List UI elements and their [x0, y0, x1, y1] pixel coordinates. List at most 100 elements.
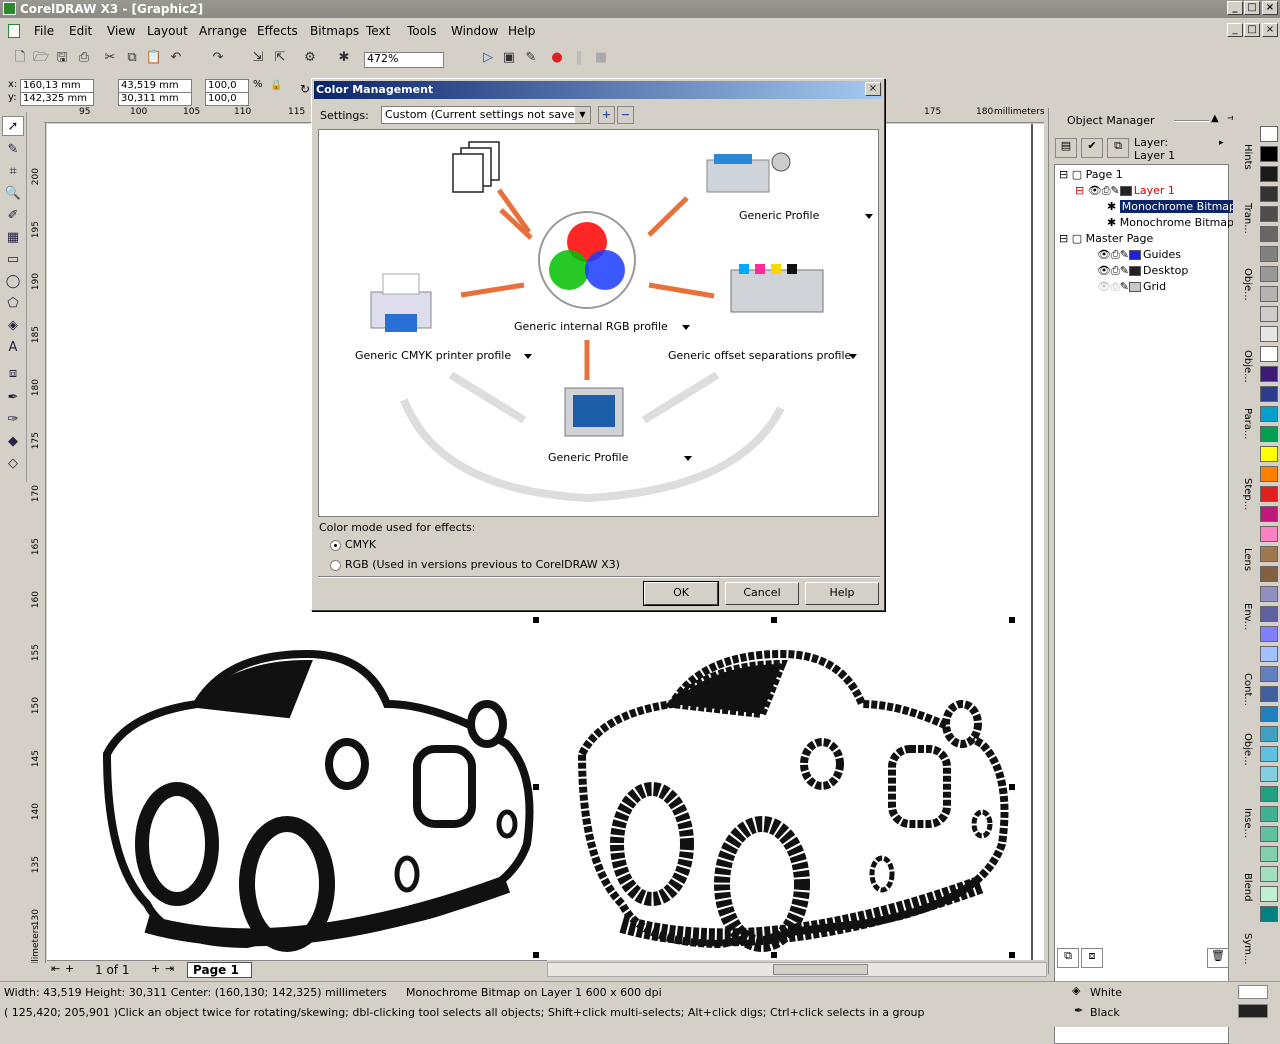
pencil-icon[interactable]: ✎	[1119, 248, 1129, 261]
tree-node-grid[interactable]: 👁⎙✎Grid	[1097, 279, 1166, 295]
menu-text[interactable]: Text	[366, 24, 391, 38]
palette-swatch[interactable]	[1260, 586, 1278, 602]
palette-swatch[interactable]	[1260, 526, 1278, 542]
tab-contour[interactable]: Cont...	[1242, 673, 1253, 706]
palette-swatch[interactable]	[1260, 566, 1278, 582]
remove-preset-icon[interactable]: −	[617, 106, 634, 124]
import-icon[interactable]: ⇲	[252, 50, 264, 65]
settings-dropdown[interactable]: Custom (Current settings not saved) ▼	[381, 106, 591, 124]
printer-icon[interactable]: ⎙	[1110, 248, 1120, 261]
record-icon[interactable]: ●	[551, 50, 563, 65]
layer-manager-view-icon[interactable]: ⧉	[1107, 138, 1129, 158]
polygon-tool-icon[interactable]: ⬠	[7, 296, 19, 311]
tab-blend[interactable]: Blend	[1242, 873, 1253, 902]
width-field[interactable]: 43,519 mm	[118, 79, 192, 93]
zoom-tool-icon[interactable]: 🔍	[4, 186, 22, 201]
tab-step-repeat[interactable]: Step...	[1242, 478, 1253, 511]
image-icon[interactable]: ▣	[502, 50, 516, 65]
horizontal-scrollbar[interactable]	[547, 962, 1047, 977]
doc-close-button[interactable]: ×	[1262, 23, 1278, 37]
doc-restore-button[interactable]: □	[1244, 23, 1260, 37]
y-position-field[interactable]: 142,325 mm	[20, 92, 94, 106]
menu-arrange[interactable]: Arrange	[199, 24, 247, 38]
palette-swatch[interactable]	[1260, 906, 1278, 922]
dropdown-arrow-icon[interactable]	[524, 354, 532, 359]
outline-tool-icon[interactable]: ✑	[7, 412, 19, 427]
dialog-close-button[interactable]: ×	[865, 82, 881, 96]
palette-swatch[interactable]	[1260, 446, 1278, 462]
scroll-thumb[interactable]	[773, 964, 868, 975]
menu-view[interactable]: View	[107, 24, 136, 38]
dropdown-arrow-icon[interactable]	[684, 456, 692, 461]
new-master-layer-icon[interactable]: ⧈	[1081, 948, 1103, 968]
palette-swatch[interactable]	[1260, 246, 1278, 262]
palette-swatch[interactable]	[1260, 426, 1278, 442]
eye-icon[interactable]: 👁	[1097, 264, 1111, 277]
eyedropper-icon[interactable]: ✒	[7, 390, 19, 405]
docker-menu-icon[interactable]: ⇥	[1227, 113, 1236, 124]
scale-y-field[interactable]: 100,0	[205, 92, 249, 106]
fill-tool-icon[interactable]: ◆	[8, 434, 18, 449]
freehand-tool-icon[interactable]: ✐	[7, 208, 19, 223]
doc-minimize-button[interactable]: _	[1227, 23, 1243, 37]
docker-collapse-icon[interactable]: ▲	[1211, 113, 1219, 124]
smart-fill-icon[interactable]: ▦	[6, 230, 20, 245]
zoom-level-field[interactable]: 472%	[364, 52, 444, 68]
print-icon[interactable]: ⎙	[78, 50, 90, 65]
undo-icon[interactable]: ↶	[170, 50, 182, 65]
palette-swatch[interactable]	[1260, 626, 1278, 642]
outline-swatch[interactable]	[1238, 1004, 1268, 1018]
minimize-button[interactable]: _	[1227, 1, 1243, 15]
cut-icon[interactable]: ✂	[104, 50, 116, 65]
tab-hints[interactable]: Hints	[1242, 144, 1253, 170]
pick-tool-icon[interactable]: ➚	[2, 116, 24, 136]
palette-swatch[interactable]	[1260, 306, 1278, 322]
tree-node-desktop[interactable]: 👁⎙✎Desktop	[1097, 263, 1188, 279]
dropdown-arrow-icon[interactable]	[849, 354, 857, 359]
palette-swatch[interactable]	[1260, 286, 1278, 302]
new-icon[interactable]: 🗋	[14, 50, 26, 65]
tree-node-bitmap2[interactable]: ✱ Monochrome Bitmap	[1107, 215, 1234, 231]
eye-icon[interactable]: 👁	[1097, 280, 1111, 293]
tab-envelope[interactable]: Env...	[1242, 603, 1253, 631]
ellipse-tool-icon[interactable]: ◯	[5, 274, 21, 289]
cancel-button[interactable]: Cancel	[725, 582, 799, 605]
layer-flyout-icon[interactable]: ▸	[1219, 138, 1224, 148]
palette-swatch[interactable]	[1260, 646, 1278, 662]
palette-swatch[interactable]	[1260, 746, 1278, 762]
ok-button[interactable]: OK	[643, 581, 719, 606]
menu-layout[interactable]: Layout	[147, 24, 188, 38]
palette-swatch[interactable]	[1260, 206, 1278, 222]
tab-transform[interactable]: Tran...	[1242, 203, 1253, 234]
tree-node-layer1[interactable]: ⊟ 👁⎙✎Layer 1	[1075, 184, 1175, 197]
save-icon[interactable]: 🖫	[56, 50, 68, 65]
palette-swatch[interactable]	[1260, 686, 1278, 702]
lock-ratio-icon[interactable]: 🔒	[270, 80, 283, 91]
pencil-icon[interactable]: ✎	[1119, 264, 1129, 277]
export-icon[interactable]: ⇱	[274, 50, 286, 65]
palette-swatch[interactable]	[1260, 266, 1278, 282]
delete-icon[interactable]: 🗑	[1207, 948, 1229, 968]
menu-bitmaps[interactable]: Bitmaps	[310, 24, 360, 38]
paste-icon[interactable]: 📋	[145, 50, 163, 65]
basic-shapes-icon[interactable]: ◈	[8, 318, 18, 333]
menu-help[interactable]: Help	[508, 24, 536, 38]
copy-icon[interactable]: ⧉	[127, 50, 137, 65]
scale-x-field[interactable]: 100,0	[205, 79, 249, 93]
pencil-icon[interactable]: ✎	[1119, 280, 1129, 293]
printer-icon[interactable]: ⎙	[1101, 184, 1111, 197]
show-properties-icon[interactable]: ▤	[1055, 138, 1077, 158]
eye-icon[interactable]: 👁	[1087, 184, 1102, 197]
palette-swatch[interactable]	[1260, 666, 1278, 682]
text-tool-icon[interactable]: A	[8, 340, 18, 355]
menu-effects[interactable]: Effects	[257, 24, 298, 38]
menu-file[interactable]: File	[34, 24, 55, 38]
close-button[interactable]: ×	[1262, 1, 1278, 15]
tab-object-properties[interactable]: Obje...	[1242, 268, 1253, 301]
palette-swatch[interactable]	[1260, 846, 1278, 862]
palette-swatch[interactable]	[1260, 706, 1278, 722]
tab-object-manager[interactable]: Obje...	[1242, 350, 1253, 383]
edit-across-layers-icon[interactable]: ✔	[1081, 138, 1103, 158]
palette-swatch[interactable]	[1260, 826, 1278, 842]
palette-swatch[interactable]	[1260, 466, 1278, 482]
